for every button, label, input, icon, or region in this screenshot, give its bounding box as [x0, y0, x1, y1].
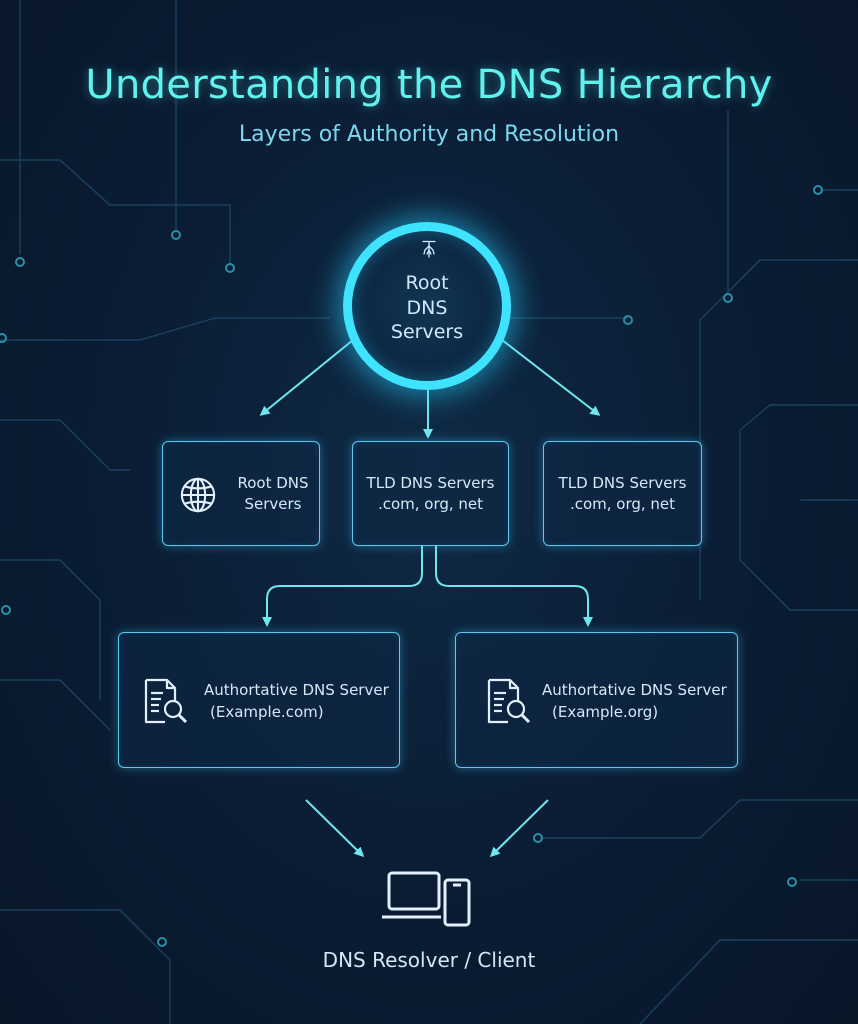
tld-dns-servers-box-center: TLD DNS Servers .com, org, net — [352, 441, 509, 546]
document-search-icon — [487, 678, 531, 724]
box-label-line: Servers — [244, 495, 302, 513]
box-label-line: Authortative DNS Server — [542, 681, 727, 699]
root-node-label: Root DNS Servers — [352, 271, 502, 345]
arrow-root-to-right — [501, 339, 601, 416]
box-label-line: Root DNS — [237, 474, 309, 492]
root-label-line: DNS — [406, 296, 448, 319]
page-subtitle: Layers of Authority and Resolution — [238, 122, 620, 147]
arrow-tld-to-auth-left — [262, 546, 423, 627]
authoritative-server-box-com: Authortative DNS Server (Example.com) — [118, 632, 400, 768]
arrow-tld-to-auth-right — [435, 546, 593, 627]
document-search-icon — [144, 678, 188, 724]
box-label-line: Authortative DNS Server — [204, 681, 389, 699]
box-label-line: .com, org, net — [377, 495, 484, 513]
page-title: Understanding the DNS Hierarchy — [85, 62, 773, 108]
root-tree-icon — [422, 240, 436, 258]
globe-icon — [180, 477, 216, 513]
root-label-line: Root — [405, 272, 449, 294]
arrow-auth-left-to-client — [305, 799, 365, 858]
tld-dns-servers-box-right: TLD DNS Servers .com, org, net — [543, 441, 702, 546]
arrow-root-to-left — [259, 339, 354, 416]
box-label-line: .com, org, net — [569, 495, 676, 513]
box-label-line: TLD DNS Servers — [558, 474, 687, 492]
root-dns-servers-box: Root DNS Servers — [162, 441, 320, 546]
client-label: DNS Resolver / Client — [322, 948, 536, 972]
root-dns-node: Root DNS Servers — [343, 222, 511, 390]
arrow-auth-right-to-client — [489, 799, 549, 858]
box-label-line: TLD DNS Servers — [366, 474, 495, 492]
authoritative-server-box-org: Authortative DNS Server (Example.org) — [455, 632, 738, 768]
box-label-line: (Example.org) — [552, 703, 659, 721]
laptop-phone-icon — [382, 871, 471, 927]
root-label-line: Servers — [390, 321, 464, 343]
box-label-line: (Example.com) — [210, 703, 324, 721]
